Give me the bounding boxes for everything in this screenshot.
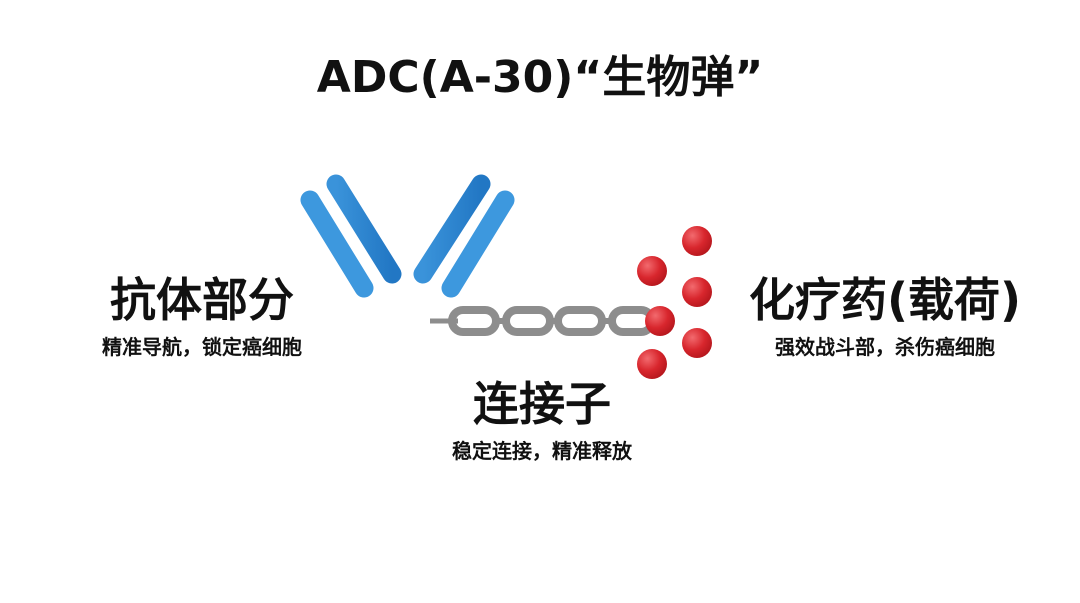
antibody-heading: 抗体部分: [110, 273, 294, 327]
linker-heading: 连接子: [473, 377, 611, 431]
payload-heading: 化疗药(载荷): [748, 273, 1022, 327]
page-title: ADC(A-30)“生物弹”: [316, 52, 764, 103]
antibody-description: 精准导航，锁定癌细胞: [102, 335, 302, 359]
antibody-label: 抗体部分 精准导航，锁定癌细胞: [52, 271, 352, 361]
linker-description: 稳定连接，精准释放: [452, 439, 632, 463]
linker-label: 连接子 稳定连接，精准释放: [392, 375, 692, 465]
payload-label: 化疗药(载荷) 强效战斗部，杀伤癌细胞: [735, 271, 1035, 361]
drug-particle: [682, 328, 712, 358]
drug-particle: [645, 306, 675, 336]
drug-particle: [637, 349, 667, 379]
payload-description: 强效战斗部，杀伤癌细胞: [775, 335, 995, 359]
drug-particle: [682, 277, 712, 307]
drug-particle: [637, 256, 667, 286]
antibody-icon: [300, 174, 515, 413]
drug-particle: [682, 226, 712, 256]
chain-linker-icon: [430, 306, 656, 336]
payload-particles: [637, 226, 712, 379]
